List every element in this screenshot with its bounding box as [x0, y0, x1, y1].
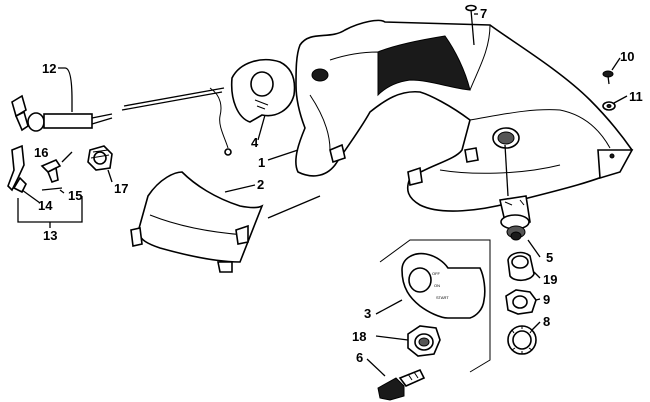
key-plate: OFF ON START — [401, 252, 486, 319]
callout-18: 18 — [352, 329, 366, 344]
callout-2: 2 — [257, 177, 264, 192]
choke-pin — [41, 187, 63, 191]
ignition-key — [377, 368, 426, 401]
choke-lever — [40, 159, 62, 183]
callout-5: 5 — [546, 250, 553, 265]
screw-7 — [465, 4, 477, 46]
choke-nut — [87, 145, 113, 171]
ignition-switch — [499, 195, 531, 241]
separator-line — [267, 195, 321, 219]
key-plate-start: START — [436, 295, 449, 300]
hex-nut-9 — [505, 289, 537, 315]
key-plate-off: OFF — [432, 271, 441, 276]
choke-knob — [7, 144, 27, 194]
group-bracket — [379, 239, 491, 373]
key-plate-on: ON — [434, 283, 440, 288]
callout-16: 16 — [34, 145, 48, 160]
callout-9: 9 — [543, 292, 550, 307]
callout-3: 3 — [364, 306, 371, 321]
callout-12: 12 — [42, 61, 56, 76]
lower-cover — [130, 171, 264, 273]
bezel-nut-8 — [507, 325, 537, 355]
console-housing — [295, 19, 634, 212]
callout-8: 8 — [543, 314, 550, 329]
hex-nut-18 — [407, 325, 441, 357]
callout-17: 17 — [114, 181, 128, 196]
washer-11 — [602, 101, 616, 111]
choke-cable — [11, 87, 232, 156]
callout-14: 14 — [38, 198, 53, 213]
callout-10: 10 — [620, 49, 634, 64]
screw-10 — [602, 70, 614, 85]
callout-11: 11 — [629, 89, 643, 104]
callout-labels: 12 4 1 2 7 10 11 5 19 9 8 3 18 6 16 15 1… — [34, 6, 643, 365]
choke-bezel — [230, 58, 296, 123]
callout-19: 19 — [543, 272, 557, 287]
callout-7: 7 — [480, 6, 487, 21]
leader-lines — [17, 13, 628, 377]
callout-6: 6 — [356, 350, 363, 365]
callout-15: 15 — [68, 188, 82, 203]
callout-1: 1 — [258, 155, 265, 170]
retainer-19 — [507, 251, 535, 282]
callout-13: 13 — [43, 228, 57, 243]
callout-4: 4 — [251, 135, 259, 150]
